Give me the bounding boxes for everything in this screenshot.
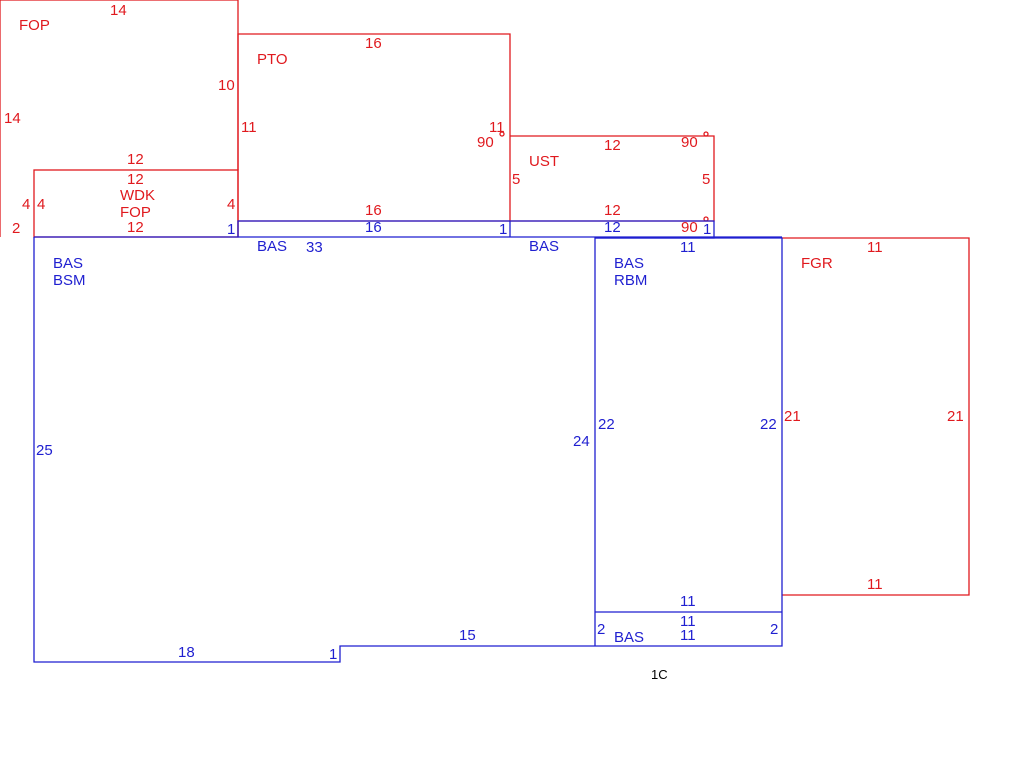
dim-label: 21	[947, 408, 964, 425]
dim-label: 24	[573, 433, 590, 450]
bas-main-label: BAS	[53, 255, 83, 272]
fgr-label: FGR	[801, 255, 833, 272]
bas-bottom-label: BAS	[614, 629, 644, 646]
bas-main-outline	[33, 237, 783, 663]
blue-area-labels: BAS BSM BAS BAS BAS RBM BAS	[53, 238, 647, 646]
dim-label: 16	[365, 202, 382, 219]
dim-label: 12	[604, 219, 621, 236]
red-dimension-labels: 14 10 14 2 12 12 4 4 4 12 16 11 11 90 16…	[4, 2, 964, 593]
dim-label: 5	[512, 171, 520, 188]
dim-label: 10	[218, 77, 235, 94]
dim-label: 14	[110, 2, 127, 19]
dim-label: 12	[127, 219, 144, 236]
dim-label: 90	[681, 134, 698, 151]
dim-label: 25	[36, 442, 53, 459]
dim-label: 11	[241, 119, 257, 136]
wdk-label: WDK	[120, 187, 155, 204]
dim-label: 2	[770, 621, 778, 638]
bas-strip-b-label: BAS	[529, 238, 559, 255]
footer-code: 1C	[651, 667, 668, 682]
dim-label: 4	[37, 196, 45, 213]
dim-label: 18	[178, 644, 195, 661]
ust-angle-marker-top	[703, 131, 709, 137]
pto-angle-marker	[499, 131, 505, 137]
dim-label: 12	[604, 137, 621, 154]
ust-label: UST	[529, 153, 559, 170]
dim-label: 11	[867, 576, 883, 593]
dim-label: 2	[12, 220, 20, 237]
fgr-outline	[782, 237, 970, 596]
dim-label: 14	[4, 110, 21, 127]
dim-label: 12	[127, 171, 144, 188]
dim-label: 11	[680, 593, 696, 610]
red-outlines	[0, 0, 970, 596]
dim-label: 22	[760, 416, 777, 433]
pto-outline	[237, 33, 511, 237]
dim-label: 12	[604, 202, 621, 219]
bas-right-label: BAS	[614, 255, 644, 272]
dim-label: 11	[680, 239, 696, 256]
dim-label: 1	[329, 646, 337, 663]
pto-label: PTO	[257, 51, 288, 68]
dim-label: 16	[365, 35, 382, 52]
bas-strip-a-label: BAS	[257, 238, 287, 255]
dim-label: 2	[597, 621, 605, 638]
dim-label: 11	[867, 239, 883, 256]
dim-label: 16	[365, 219, 382, 236]
bsm-label: BSM	[53, 272, 86, 289]
dim-label: 33	[306, 239, 323, 256]
dim-label: 1	[703, 221, 711, 238]
dim-label: 21	[784, 408, 801, 425]
dim-label: 11	[680, 627, 696, 644]
blue-outlines	[33, 220, 783, 663]
dim-label: 90	[681, 219, 698, 236]
fop-small-label: FOP	[120, 204, 151, 221]
red-area-labels: FOP PTO UST WDK FOP FGR	[19, 17, 833, 272]
rbm-label: RBM	[614, 272, 647, 289]
dim-label: 11	[680, 613, 696, 630]
dim-label: 12	[127, 151, 144, 168]
dim-label: 90	[477, 134, 494, 151]
dim-label: 1	[499, 221, 507, 238]
dim-label: 4	[22, 196, 30, 213]
blue-dimension-labels: 1 16 1 33 12 1 11 25 24 22 22 11 11 11 2…	[36, 219, 778, 663]
dim-label: 11	[489, 119, 505, 136]
fop-top-label: FOP	[19, 17, 50, 34]
dim-label: 1	[227, 221, 235, 238]
bas-top-strip-outline	[237, 220, 715, 239]
dim-label: 15	[459, 627, 476, 644]
fop-top-outline	[0, 0, 239, 237]
dim-label: 4	[227, 196, 235, 213]
dim-label: 22	[598, 416, 615, 433]
dim-label: 5	[702, 171, 710, 188]
